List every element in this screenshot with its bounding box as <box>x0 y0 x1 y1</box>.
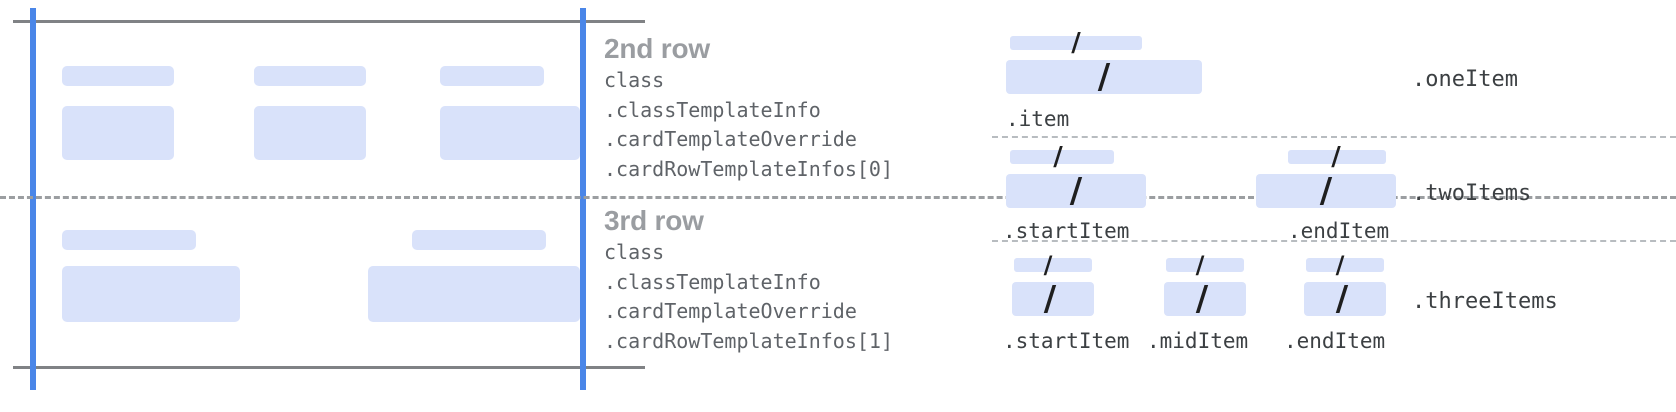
slash-icon: / <box>1335 251 1345 279</box>
slot-label: .midItem <box>1147 329 1249 353</box>
group-label-two-items: .twoItems <box>1412 181 1532 206</box>
card-top-boundary-guide <box>13 20 645 23</box>
slot-label: .item <box>1006 107 1070 131</box>
slot-top-bar <box>1166 258 1244 272</box>
slot-label: .startItem <box>1003 329 1130 353</box>
slash-icon: / <box>1195 279 1209 319</box>
slot-body <box>1006 60 1202 94</box>
slash-icon: / <box>1043 251 1053 279</box>
row2-cell1-top-bar <box>62 66 174 86</box>
row2-cell2-body <box>254 106 366 160</box>
slot-body <box>1164 282 1246 316</box>
annotation-code-line: .cardTemplateOverride <box>604 299 857 323</box>
slash-icon: / <box>1097 57 1111 97</box>
annotation-code-line: .classTemplateInfo <box>604 269 821 294</box>
card-right-boundary-guide <box>580 8 586 390</box>
row2-cell3-top-bar <box>440 66 544 86</box>
slot-body <box>1256 174 1396 208</box>
annotation-block-2nd-row: 2nd row class .classTemplateInfo .cardTe… <box>604 32 893 184</box>
row3-cell2-top-bar <box>412 230 546 250</box>
card-left-boundary-guide <box>30 8 36 390</box>
annotation-code-line: .cardRowTemplateInfos[1] <box>604 328 893 353</box>
group-label-three-items: .threeItems <box>1412 289 1558 314</box>
legend-divider-1 <box>992 136 1676 138</box>
slot-label: .startItem <box>1003 219 1130 243</box>
slot-body <box>1006 174 1146 208</box>
row2-cell3-body <box>440 106 580 160</box>
slash-icon: / <box>1043 279 1057 319</box>
slash-icon: / <box>1319 171 1333 211</box>
row2-cell1-body <box>62 106 174 160</box>
slash-icon: / <box>1335 279 1349 319</box>
slot-top-bar <box>1288 150 1386 164</box>
slot-label: .endItem <box>1288 219 1390 243</box>
annotation-title: 2nd row <box>604 33 710 64</box>
annotation-code-line: class <box>604 68 665 92</box>
row3-cell1-body <box>62 266 240 322</box>
slot-body <box>1304 282 1386 316</box>
annotation-code-line: class <box>604 240 665 264</box>
group-label-one-item: .oneItem <box>1412 67 1518 92</box>
row3-cell2-body <box>368 266 580 322</box>
slot-label: .endItem <box>1284 329 1386 353</box>
slash-icon: / <box>1195 251 1205 279</box>
slot-top-bar <box>1010 36 1142 50</box>
card-bottom-boundary-guide <box>13 366 645 369</box>
annotation-code-line: .cardTemplateOverride <box>604 127 857 151</box>
annotation-title: 3rd row <box>604 205 704 236</box>
row2-cell2-top-bar <box>254 66 366 86</box>
annotation-block-3rd-row: 3rd row class .classTemplateInfo .cardTe… <box>604 204 893 356</box>
row3-cell1-top-bar <box>62 230 196 250</box>
slash-icon: / <box>1071 28 1081 58</box>
annotation-code-line: .cardRowTemplateInfos[0] <box>604 156 893 181</box>
slot-top-bar <box>1010 150 1114 164</box>
slot-top-bar <box>1014 258 1092 272</box>
row2-row3-divider <box>0 196 1676 199</box>
slot-body <box>1012 282 1094 316</box>
slash-icon: / <box>1331 142 1341 172</box>
slash-icon: / <box>1053 142 1063 172</box>
legend-divider-2 <box>992 240 1676 242</box>
slot-top-bar <box>1306 258 1384 272</box>
slash-icon: / <box>1069 171 1083 211</box>
annotation-code-line: .classTemplateInfo <box>604 97 821 122</box>
